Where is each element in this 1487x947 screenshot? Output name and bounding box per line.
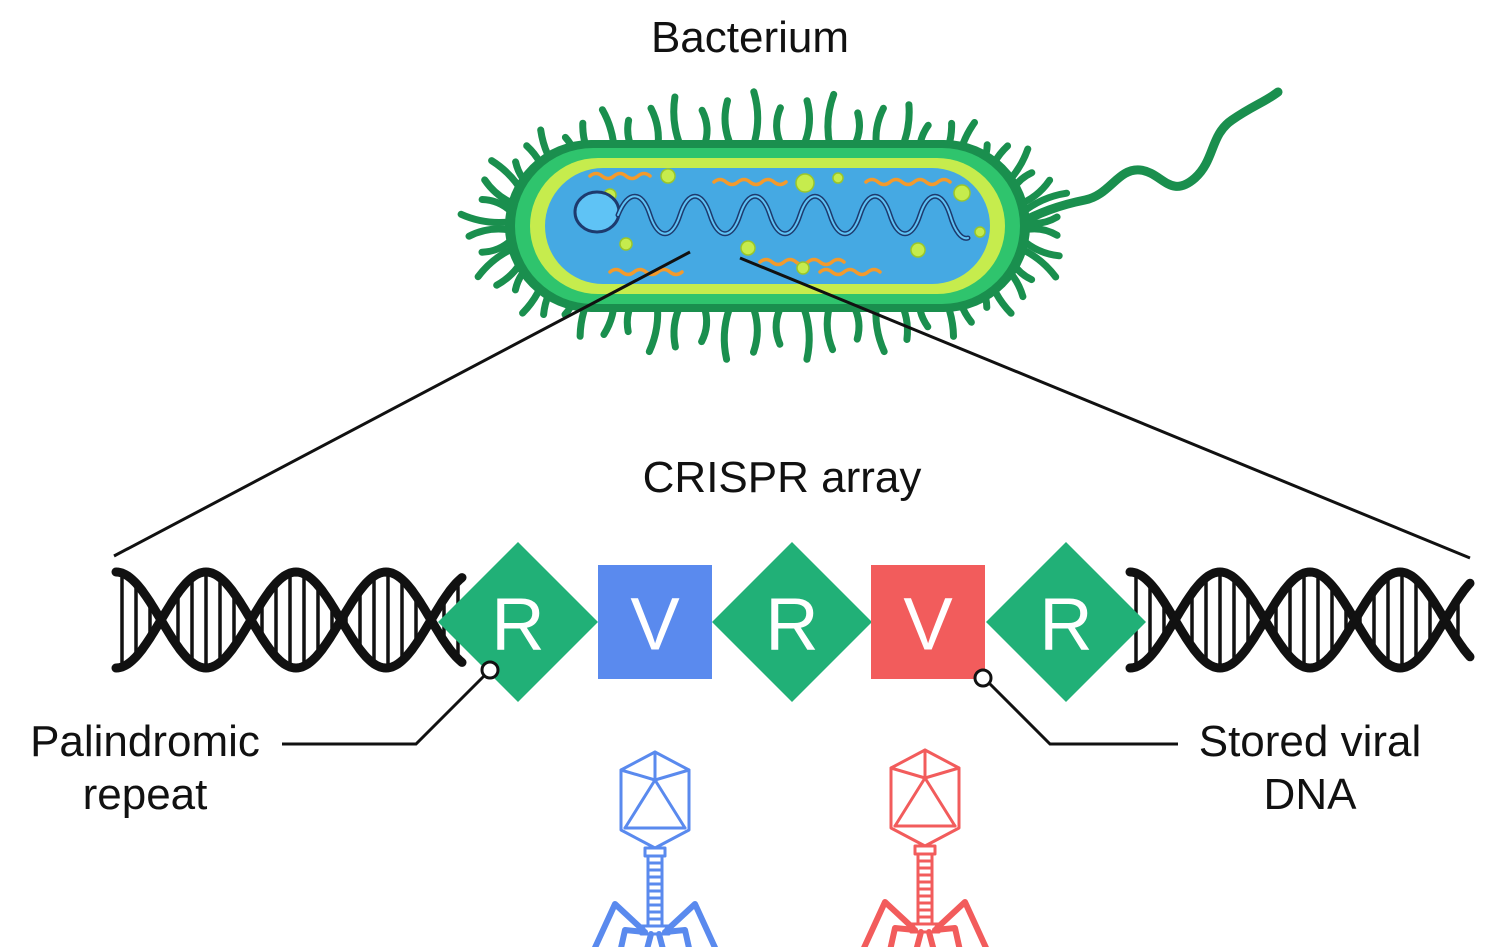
pilus [773, 104, 784, 146]
pilus [824, 90, 838, 148]
pilus [720, 305, 733, 363]
dna-backbone [111, 567, 467, 673]
block-letter: V [903, 583, 953, 666]
pilus [823, 304, 837, 354]
repeat-diamond [712, 542, 872, 702]
callout-connector-left [282, 660, 500, 746]
flagellum [1005, 87, 1283, 233]
stored-viral-dna-label: Stored viral DNA [1180, 716, 1440, 822]
pilus [457, 210, 515, 226]
dna-helix-left [111, 567, 467, 673]
phage-leg [664, 901, 719, 947]
block-letter: R [1039, 583, 1092, 666]
block-letter: R [491, 583, 544, 666]
pilus [698, 106, 711, 148]
phage-leg [591, 901, 646, 947]
pilus [670, 93, 685, 151]
phage-leg [887, 925, 918, 947]
zoom-line-right [739, 256, 1471, 560]
phage-leg [656, 931, 666, 947]
repeat-diamond [986, 542, 1146, 702]
viral-spacer-block: V [871, 565, 985, 679]
zoom-line-left [113, 250, 691, 558]
repeat-block: R [712, 542, 872, 702]
callout-connector-right [973, 668, 1178, 746]
stored-viral-dna-label-line2: DNA [1263, 769, 1357, 819]
palindromic-repeat-label-line1: Palindromic [30, 717, 260, 766]
phage-leg [861, 899, 916, 947]
viral-spacer-block: V [598, 565, 712, 679]
stored-viral-dna-label-line1: Stored viral [1198, 717, 1422, 766]
block-letter: V [630, 583, 680, 666]
repeat-diamond [438, 542, 598, 702]
pilus [750, 88, 762, 146]
phage-leg [913, 929, 924, 947]
nucleoid-dna-highlight [617, 195, 969, 240]
phage-leg [618, 927, 648, 947]
bacterium-illustration [457, 87, 1283, 363]
bacterium-title: Bacterium [650, 13, 850, 62]
palindromic-repeat-label: Palindromic repeat [20, 716, 270, 822]
repeat-block: R [438, 542, 598, 702]
palindromic-repeat-label-line2: repeat [82, 769, 208, 819]
dna-backbone [1125, 567, 1475, 673]
phage-leg [932, 925, 963, 947]
pilus [721, 97, 734, 147]
dna-helix-right [1125, 567, 1475, 673]
repeat-block: R [986, 542, 1146, 702]
nucleoid-start [573, 190, 621, 234]
pilus [800, 305, 813, 363]
pilus [750, 306, 761, 356]
pilus [698, 304, 711, 346]
phage-leg [926, 929, 937, 947]
dna-backbone [1125, 567, 1475, 673]
phage-leg [662, 927, 692, 947]
spacer-square [598, 565, 712, 679]
pilus [772, 306, 784, 348]
crispr-array-title: CRISPR array [642, 453, 922, 502]
block-letter: R [765, 583, 818, 666]
pilus [465, 225, 514, 240]
phage-leg [934, 899, 989, 947]
spacer-square [871, 565, 985, 679]
bacteriophages [591, 748, 989, 947]
dna-backbone [111, 567, 467, 673]
phage-leg [644, 931, 654, 947]
bacteriophage-icon [861, 748, 989, 947]
plasmids [588, 171, 952, 277]
bacteriophage-icon [591, 750, 719, 947]
pilus [801, 97, 813, 147]
